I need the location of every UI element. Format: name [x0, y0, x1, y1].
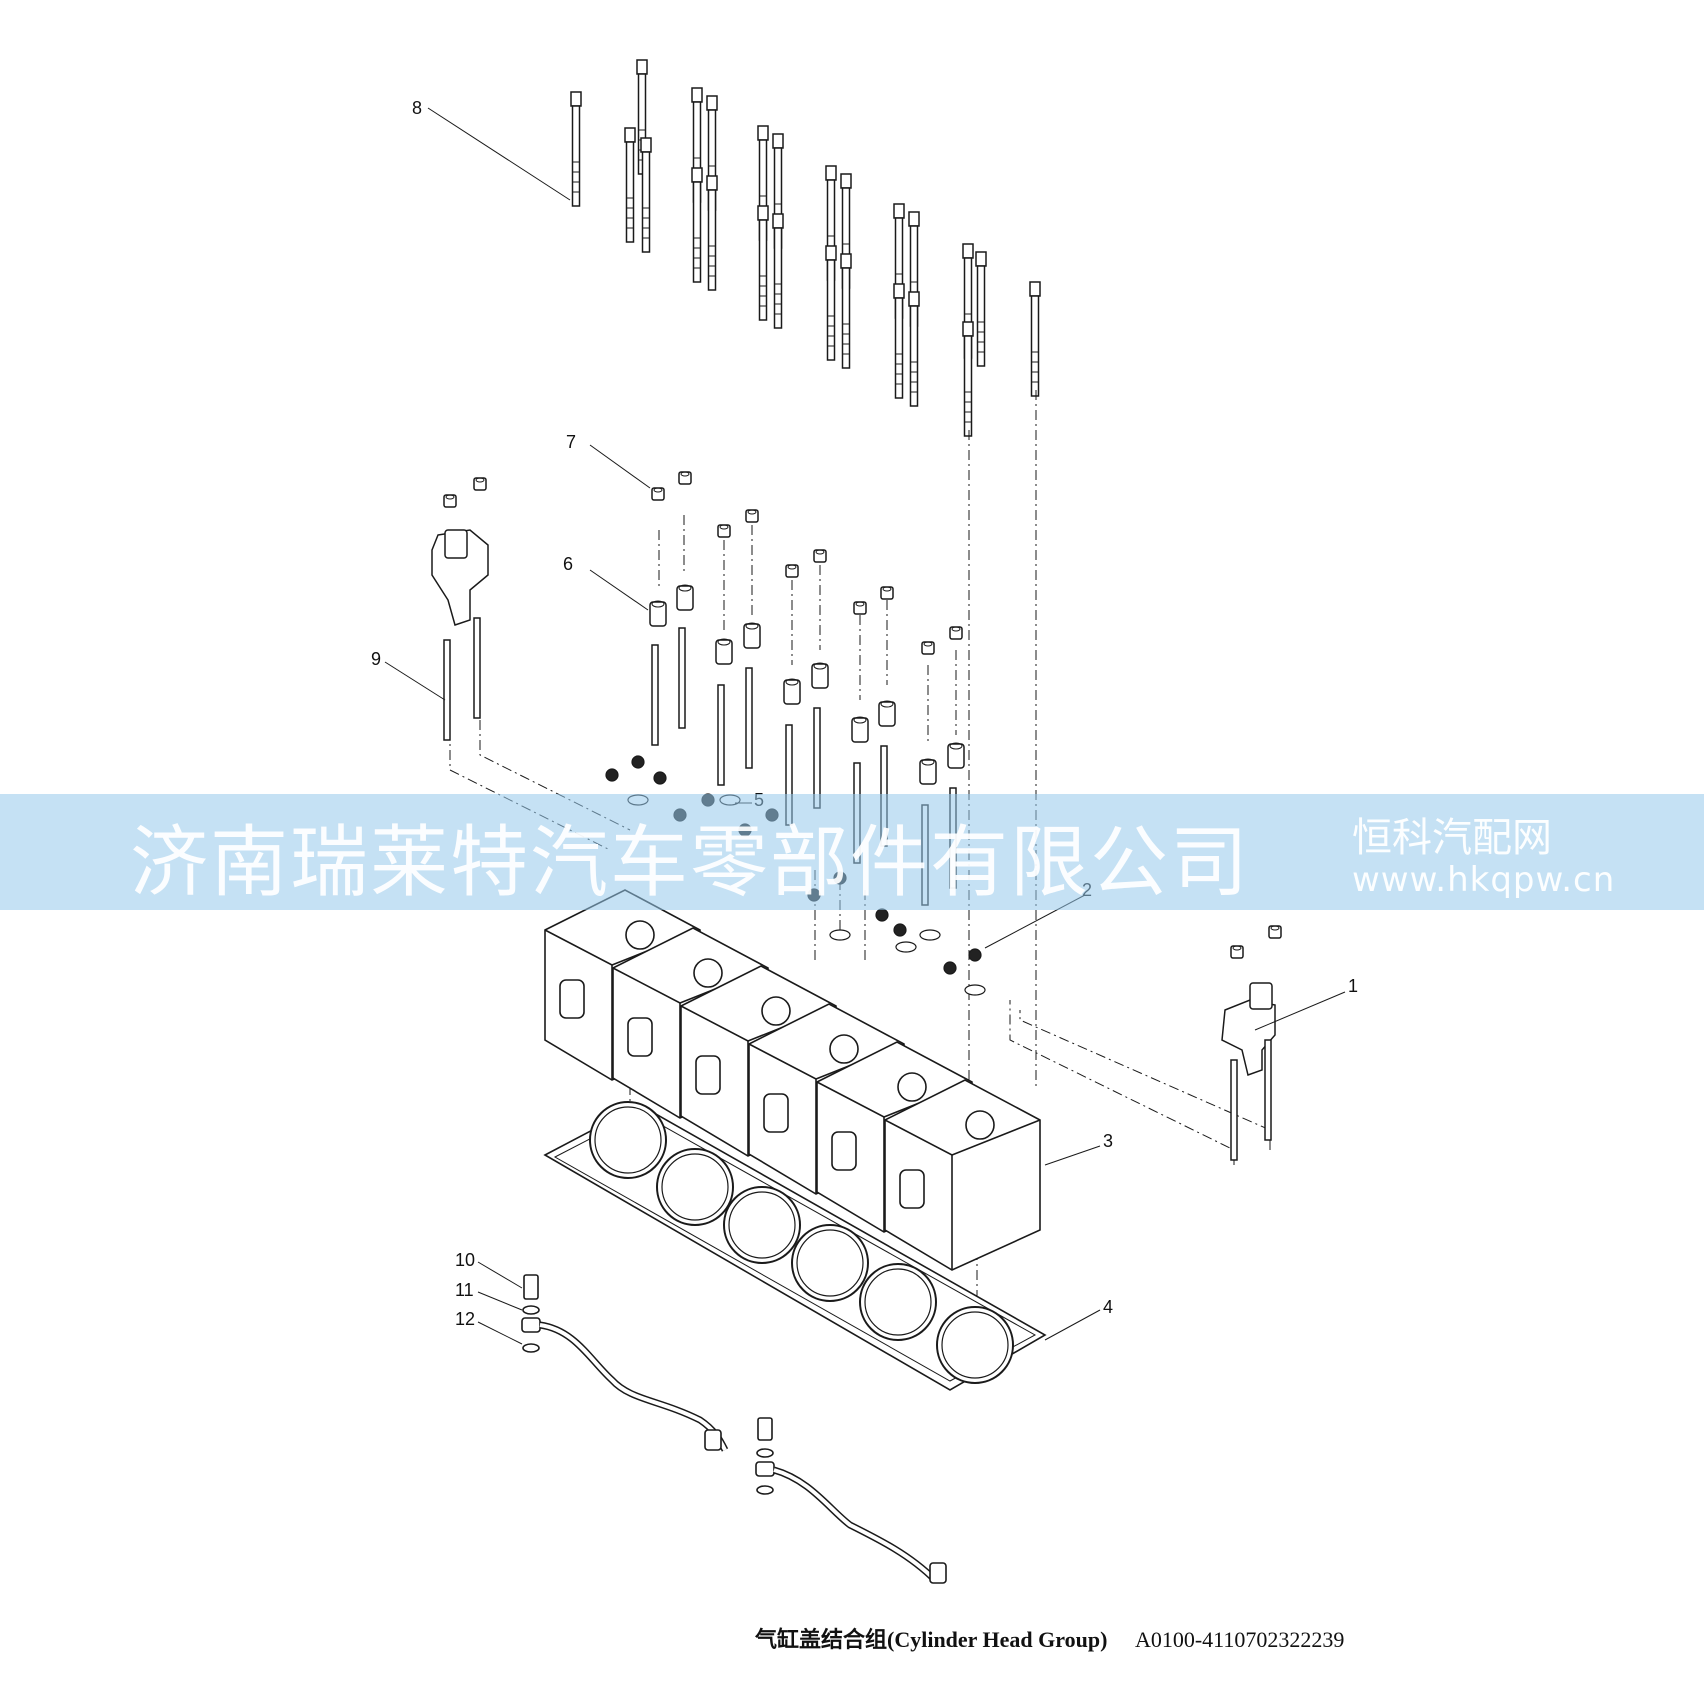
cylinder-head-unit	[884, 1079, 1041, 1271]
watermark-site-name: 恒科汽配网	[1352, 815, 1552, 861]
callout-8: 8	[412, 98, 422, 118]
callout-10: 10	[455, 1250, 475, 1270]
left-injector-bracket	[431, 477, 489, 741]
right-injector-bracket	[1221, 925, 1282, 1161]
callout-9: 9	[371, 649, 381, 669]
oil-pipes	[521, 1274, 947, 1584]
watermark-site-url: www.hkqpw.cn	[1352, 860, 1616, 900]
callout-4: 4	[1103, 1297, 1113, 1317]
callout-7: 7	[566, 432, 576, 452]
callout-6: 6	[563, 554, 573, 574]
head-bolts-group	[570, 59, 1041, 437]
caption-code: A0100-4110702322239	[1134, 1627, 1345, 1652]
callout-3: 3	[1103, 1131, 1113, 1151]
head-gaskets	[543, 1101, 1047, 1391]
callout-labels: 1 2 3 4 5 6 7 8 9 10 11 12	[371, 98, 1358, 1329]
watermark-company: 济南瑞莱特汽车零部件有限公司	[130, 818, 1251, 908]
watermark-banner	[0, 794, 1704, 910]
callout-12: 12	[455, 1309, 475, 1329]
diagram-caption: 气缸盖结合组(Cylinder Head Group) A0100-411070…	[755, 1622, 1344, 1654]
cylinder-heads	[544, 889, 1041, 1271]
callout-1: 1	[1348, 976, 1358, 996]
callout-11: 11	[455, 1280, 474, 1300]
caption-title: 气缸盖结合组(Cylinder Head Group)	[755, 1627, 1108, 1652]
